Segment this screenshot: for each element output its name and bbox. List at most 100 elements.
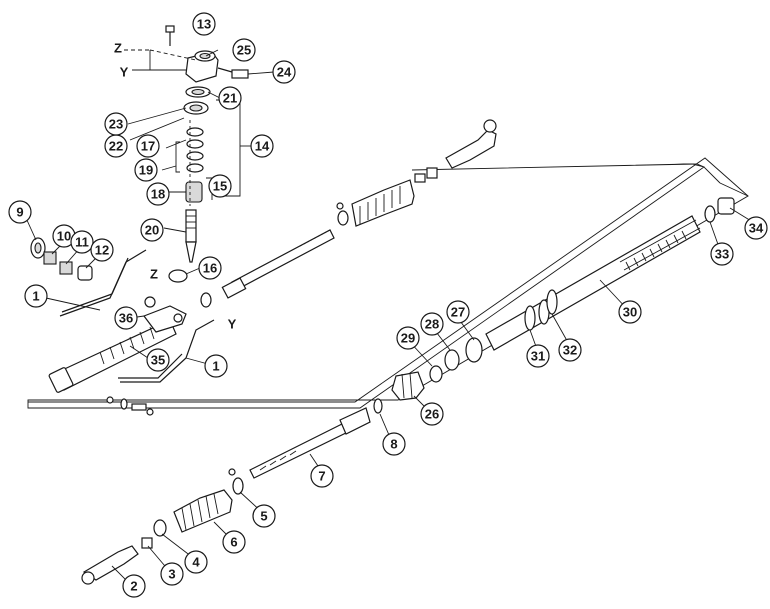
callout-24: 24	[272, 60, 296, 84]
svg-text:3: 3	[168, 567, 175, 582]
tie-rod-end-2	[82, 545, 139, 581]
callout-10: 10	[52, 224, 76, 248]
svg-text:31: 31	[531, 349, 545, 364]
rack-housing-group	[30, 237, 215, 416]
seal-28	[444, 349, 460, 371]
callout-22: 22	[104, 134, 128, 158]
svg-text:34: 34	[749, 221, 764, 236]
fitting-24	[231, 69, 249, 79]
svg-text:18: 18	[151, 187, 165, 202]
cap-34	[717, 197, 735, 215]
svg-text:5: 5	[260, 509, 267, 524]
svg-text:23: 23	[109, 117, 123, 132]
upper-rack-group	[200, 119, 497, 308]
callout-16: 16	[198, 256, 222, 280]
callout-15: 15	[208, 174, 232, 198]
svg-text:24: 24	[277, 65, 292, 80]
svg-text:27: 27	[451, 305, 465, 320]
svg-text:30: 30	[623, 305, 637, 320]
boot-upper	[351, 179, 415, 227]
callout-31: 31	[526, 344, 550, 368]
callout-1a: 1	[24, 284, 48, 308]
seal-33	[704, 205, 716, 223]
svg-text:22: 22	[109, 139, 123, 154]
svg-text:8: 8	[390, 437, 397, 452]
callout-35: 35	[146, 348, 170, 372]
svg-text:10: 10	[57, 229, 71, 244]
svg-text:Z: Z	[114, 41, 122, 56]
svg-text:32: 32	[563, 343, 577, 358]
washer-29	[429, 365, 443, 383]
callout-32: 32	[558, 338, 582, 362]
svg-text:2: 2	[130, 579, 137, 594]
svg-text:11: 11	[75, 235, 89, 250]
detail-enclosure-border	[28, 157, 749, 403]
ref-mark-z-top: Z	[114, 41, 122, 56]
callout-17: 17	[136, 134, 160, 158]
svg-text:20: 20	[145, 223, 159, 238]
svg-text:28: 28	[425, 317, 439, 332]
callout-33: 33	[710, 242, 734, 266]
rack-inner-upper	[231, 229, 335, 291]
lower-rack-group	[81, 197, 735, 585]
callout-25: 25	[232, 38, 256, 62]
callout-11: 11	[70, 230, 94, 254]
boot-26	[391, 371, 425, 401]
callout-1b: 1	[204, 354, 228, 378]
ref-mark-y-mid: Y	[228, 317, 237, 332]
svg-text:Y: Y	[228, 317, 237, 332]
svg-text:14: 14	[255, 139, 270, 154]
callout-18: 18	[146, 182, 170, 206]
tie-rod-end-upper	[445, 129, 497, 169]
callout-21: 21	[218, 86, 242, 110]
svg-text:21: 21	[223, 91, 237, 106]
svg-text:17: 17	[141, 139, 155, 154]
callout-5: 5	[252, 504, 276, 528]
callout-30: 30	[618, 300, 642, 324]
callout-4: 4	[184, 550, 208, 574]
callout-36: 36	[114, 306, 138, 330]
svg-text:29: 29	[401, 331, 415, 346]
svg-text:9: 9	[16, 205, 23, 220]
callout-13: 13	[192, 12, 216, 36]
svg-text:19: 19	[139, 163, 153, 178]
spring-10	[43, 251, 57, 265]
callout-3: 3	[160, 562, 184, 586]
svg-text:16: 16	[203, 261, 217, 276]
callout-9: 9	[8, 200, 32, 224]
svg-text:33: 33	[715, 247, 729, 262]
svg-text:Z: Z	[150, 267, 158, 282]
o-ring-27	[465, 337, 483, 363]
ref-mark-z-mid: Z	[150, 267, 158, 282]
bolt-13	[165, 25, 175, 33]
callout-8: 8	[382, 432, 406, 456]
callout-6: 6	[222, 530, 246, 554]
svg-text:36: 36	[119, 311, 133, 326]
callout-14: 14	[250, 134, 274, 158]
spring-11	[59, 261, 73, 275]
callout-2: 2	[122, 574, 146, 598]
callout-7: 7	[310, 464, 334, 488]
svg-text:1: 1	[32, 289, 39, 304]
callout-26: 26	[420, 402, 444, 426]
svg-text:25: 25	[237, 43, 251, 58]
svg-text:26: 26	[425, 407, 439, 422]
pinion-shaft-20	[185, 209, 197, 243]
svg-text:6: 6	[230, 535, 237, 550]
svg-text:7: 7	[318, 469, 325, 484]
svg-text:12: 12	[95, 243, 109, 258]
ref-mark-y-top: Y	[120, 65, 129, 80]
boot-6	[173, 489, 233, 533]
guide-12	[77, 265, 93, 281]
callout-23: 23	[104, 112, 128, 136]
svg-text:Y: Y	[120, 65, 129, 80]
svg-text:13: 13	[197, 17, 211, 32]
callout-27: 27	[446, 300, 470, 324]
callout-12: 12	[90, 238, 114, 262]
svg-text:4: 4	[192, 555, 200, 570]
callout-19: 19	[134, 158, 158, 182]
inner-tie-rod-7	[249, 419, 357, 479]
svg-text:15: 15	[213, 179, 227, 194]
bearing-18	[185, 181, 203, 203]
